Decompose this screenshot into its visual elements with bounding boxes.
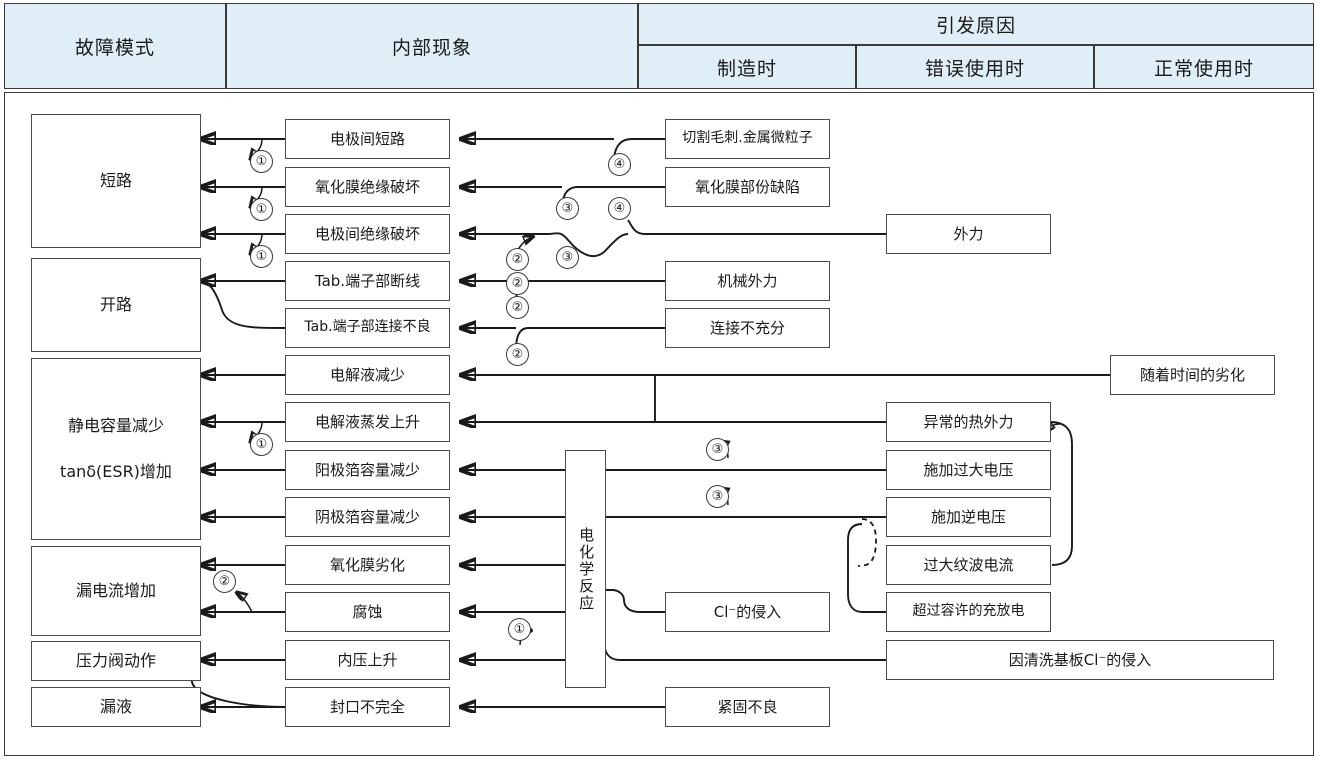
- phenomenon-oxide-insulation-breakdown[interactable]: 氧化膜绝缘破坏: [285, 167, 450, 207]
- cause-label: 外力: [953, 224, 984, 243]
- cause-over-allowed-charge-discharge[interactable]: 超过容许的充放电: [886, 592, 1051, 632]
- phenomenon-label: Tab.端子部连接不良: [304, 319, 431, 336]
- phenomenon-label: Tab.端子部断线: [314, 271, 421, 290]
- marker-1-b: ①: [250, 198, 273, 221]
- marker-1-a: ①: [250, 150, 273, 173]
- cause-label: 过大纹波电流: [923, 555, 1014, 574]
- cause-cl-intrusion-from-pcb-cleaning[interactable]: 因清洗基板Cl⁻的侵入: [886, 640, 1274, 680]
- cause-label: 紧固不良: [717, 697, 778, 716]
- cause-bad-fastening[interactable]: 紧固不良: [665, 687, 830, 727]
- failure-mode-label: 短路: [99, 171, 132, 190]
- phenomenon-label: 阴极箔容量减少: [314, 507, 420, 526]
- phenomenon-label: 腐蚀: [352, 602, 383, 621]
- phenomenon-label: 封口不完全: [329, 697, 405, 716]
- cause-cl-ion-intrusion[interactable]: Cl⁻的侵入: [665, 592, 830, 632]
- marker-4-b: ④: [608, 197, 631, 220]
- failure-mode-leakage-current[interactable]: 漏电流增加: [31, 546, 201, 636]
- cause-reverse-voltage[interactable]: 施加逆电压: [886, 497, 1051, 537]
- phenomenon-anode-foil-capacitance-decrease[interactable]: 阳极箔容量减少: [285, 450, 450, 490]
- phenomenon-label: 氧化膜劣化: [329, 555, 405, 574]
- failure-mode-label: 漏液: [99, 697, 132, 716]
- cause-label: 切割毛刺.金属微粒子: [682, 130, 813, 147]
- cause-excessive-voltage[interactable]: 施加过大电压: [886, 450, 1051, 490]
- phenomenon-label: 阳极箔容量减少: [314, 460, 420, 479]
- marker-1-d: ①: [250, 433, 273, 456]
- marker-3-b: ③: [556, 246, 579, 269]
- failure-mode-label: 开路: [99, 295, 132, 314]
- phenomenon-label: 电解液蒸发上升: [314, 412, 420, 431]
- electrochemical-reaction-node[interactable]: 电化学反应: [565, 450, 606, 688]
- failure-mode-pressure-valve[interactable]: 压力阀动作: [31, 641, 201, 681]
- cause-oxide-film-partial-defect[interactable]: 氧化膜部份缺陷: [665, 167, 830, 207]
- cause-label: 因清洗基板Cl⁻的侵入: [1008, 650, 1152, 669]
- header-failure-mode: 故障模式: [4, 3, 226, 89]
- failure-mode-capacitance-decrease[interactable]: 静电容量减少 tanδ(ESR)增加: [31, 358, 201, 540]
- cause-label: 异常的热外力: [923, 412, 1014, 431]
- marker-1-c: ①: [250, 245, 273, 268]
- failure-mode-label: 漏电流增加: [75, 581, 156, 600]
- phenomenon-tab-terminal-bad-connection[interactable]: Tab.端子部连接不良: [285, 308, 450, 348]
- marker-4-a: ④: [608, 153, 631, 176]
- marker-3-c: ③: [706, 438, 729, 461]
- marker-1-e: ①: [508, 618, 531, 641]
- cause-label: 超过容许的充放电: [912, 603, 1025, 620]
- failure-mode-short-circuit[interactable]: 短路: [31, 114, 201, 248]
- phenomenon-electrolyte-evaporation[interactable]: 电解液蒸发上升: [285, 402, 450, 442]
- marker-2-e: ②: [506, 296, 529, 319]
- cause-label: 随着时间的劣化: [1139, 365, 1245, 384]
- phenomenon-electrolyte-decrease[interactable]: 电解液减少: [285, 355, 450, 395]
- cause-label: 机械外力: [717, 271, 778, 290]
- marker-2-b: ②: [506, 272, 529, 295]
- phenomenon-label: 电极间短路: [329, 129, 405, 148]
- header-cause-normal-use: 正常使用时: [1094, 45, 1314, 89]
- marker-2-a: ②: [506, 248, 529, 271]
- header-cause-misuse: 错误使用时: [856, 45, 1094, 89]
- cause-cutting-burr-metal-particles[interactable]: 切割毛刺.金属微粒子: [665, 119, 830, 159]
- phenomenon-corrosion[interactable]: 腐蚀: [285, 592, 450, 632]
- cause-label: 施加过大电压: [923, 460, 1014, 479]
- header-cause: 引发原因: [638, 3, 1314, 45]
- marker-2-d: ②: [213, 570, 236, 593]
- phenomenon-label: 内压上升: [337, 650, 398, 669]
- failure-mode-open-circuit[interactable]: 开路: [31, 258, 201, 352]
- cause-external-force[interactable]: 外力: [886, 214, 1051, 254]
- header-cause-manufacturing: 制造时: [638, 45, 856, 89]
- marker-3-d: ③: [706, 485, 729, 508]
- electrochemical-reaction-label: 电化学反应: [577, 526, 596, 612]
- header-internal-phenomenon: 内部现象: [226, 3, 638, 89]
- phenomenon-oxide-film-degradation[interactable]: 氧化膜劣化: [285, 545, 450, 585]
- cause-label: 连接不充分: [709, 318, 785, 337]
- phenomenon-tab-terminal-break[interactable]: Tab.端子部断线: [285, 261, 450, 301]
- failure-mode-liquid-leak[interactable]: 漏液: [31, 687, 201, 727]
- phenomenon-label: 电极间绝缘破坏: [314, 224, 420, 243]
- phenomenon-inter-electrode-short[interactable]: 电极间短路: [285, 119, 450, 159]
- cause-label: 施加逆电压: [930, 507, 1006, 526]
- marker-3-a: ③: [556, 197, 579, 220]
- phenomenon-label: 氧化膜绝缘破坏: [314, 177, 420, 196]
- phenomenon-cathode-foil-capacitance-decrease[interactable]: 阴极箔容量减少: [285, 497, 450, 537]
- cause-degradation-over-time[interactable]: 随着时间的劣化: [1110, 355, 1275, 395]
- failure-mode-label-line1: 静电容量减少: [67, 416, 164, 435]
- cause-abnormal-thermal-force[interactable]: 异常的热外力: [886, 402, 1051, 442]
- cause-label: 氧化膜部份缺陷: [694, 177, 800, 196]
- failure-mode-label: 压力阀动作: [75, 651, 156, 670]
- cause-excessive-ripple-current[interactable]: 过大纹波电流: [886, 545, 1051, 585]
- phenomenon-incomplete-seal[interactable]: 封口不完全: [285, 687, 450, 727]
- phenomenon-inter-electrode-insulation-breakdown[interactable]: 电极间绝缘破坏: [285, 214, 450, 254]
- marker-2-c: ②: [506, 343, 529, 366]
- phenomenon-label: 电解液减少: [329, 365, 405, 384]
- failure-mode-label-line2: tanδ(ESR)增加: [60, 462, 172, 481]
- cause-mechanical-external-force[interactable]: 机械外力: [665, 261, 830, 301]
- phenomenon-internal-pressure-rise[interactable]: 内压上升: [285, 640, 450, 680]
- cause-label: Cl⁻的侵入: [713, 602, 782, 621]
- cause-insufficient-connection[interactable]: 连接不充分: [665, 308, 830, 348]
